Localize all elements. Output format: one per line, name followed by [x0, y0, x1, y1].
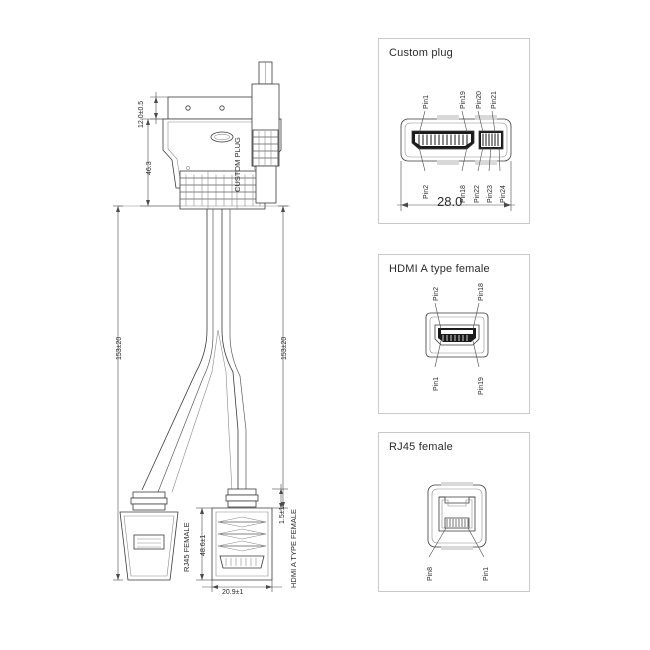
hdmi-pin-label-top-1: Pin18 [478, 283, 485, 301]
panel-hdmi-female-title: HDMI A type female [389, 263, 490, 275]
hdmi-female-face-drawing [425, 302, 489, 368]
panel-custom-plug: Custom plug [378, 38, 530, 224]
pin-label-top-1: Pin19 [460, 91, 467, 109]
panel-rj45-female: RJ45 female [378, 432, 530, 592]
panel-rj45-female-title: RJ45 female [389, 441, 453, 453]
label-rj45-female-vertical: RJ45 FEMALE [182, 522, 191, 572]
pin-label-bottom-4: Pin24 [500, 185, 507, 203]
dimension-plug-face-width: 28.0 [437, 194, 463, 209]
pin-label-bottom-3: Pin23 [487, 185, 494, 203]
cable-assembly-drawing [113, 61, 290, 592]
dimension-hdmi-body-width: 20.9±1 [222, 589, 244, 596]
pin-label-bottom-2: Pin22 [474, 185, 481, 203]
dimension-plug-height: 46.3 [146, 161, 153, 175]
label-custom-plug-vertical: CUSTOM PLUG [233, 137, 242, 192]
dimension-plug-top-width: 12.0±0.5 [138, 100, 145, 128]
dimension-hdmi-neck: 1.5±1 [279, 506, 286, 524]
panel-hdmi-female: HDMI A type female Pin [378, 254, 530, 414]
dimension-hdmi-body-height: 48.6±1 [200, 534, 207, 556]
rj45-pin-label-right: Pin1 [483, 566, 490, 581]
label-hdmi-female-vertical: HDMI A TYPE FEMALE [289, 508, 298, 588]
dimension-branch-left-length: 153±20 [116, 336, 123, 360]
dimension-branch-right-length: 153±20 [281, 336, 288, 360]
pin-label-bottom-0: Pin2 [423, 184, 430, 199]
pin-label-top-3: Pin21 [491, 91, 498, 109]
hdmi-pin-label-bottom-0: Pin1 [433, 376, 440, 391]
pin-label-top-0: Pin1 [423, 94, 430, 109]
panel-custom-plug-title: Custom plug [389, 47, 453, 59]
pin-label-top-2: Pin20 [476, 91, 483, 109]
hdmi-pin-label-bottom-1: Pin19 [478, 377, 485, 395]
rj45-female-face-drawing [427, 482, 487, 558]
rj45-pin-label-left: Pin8 [427, 566, 434, 581]
custom-plug-face-drawing [397, 110, 515, 211]
hdmi-pin-label-top-0: Pin2 [433, 286, 440, 301]
